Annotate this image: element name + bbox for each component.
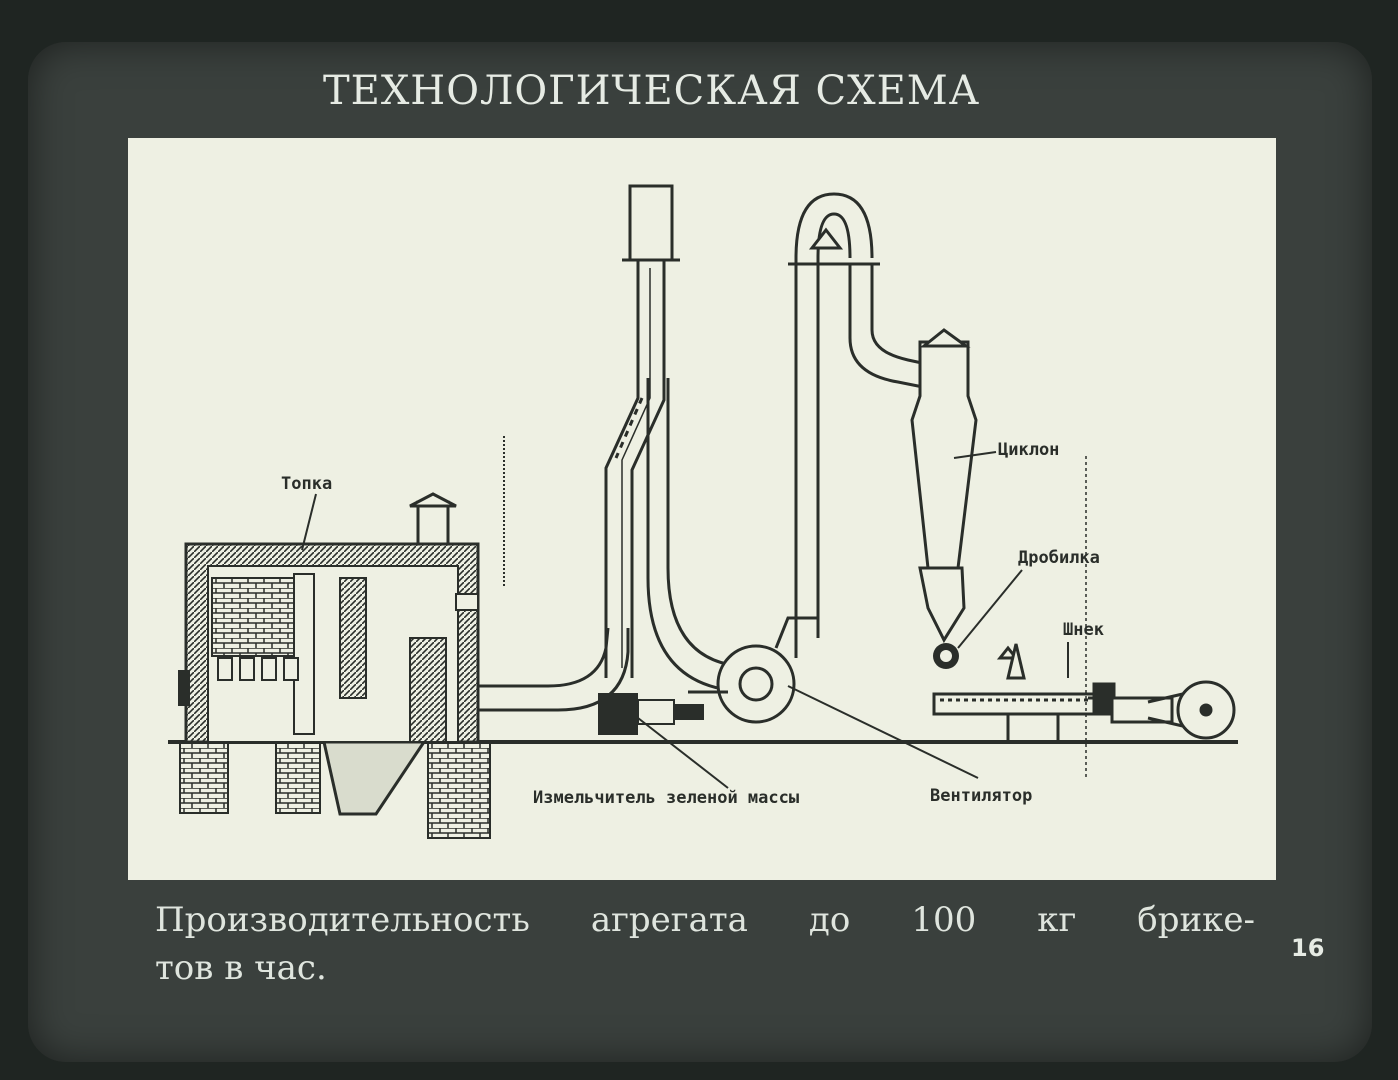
slide-caption: Производительность агрегата до 100 кг бр… — [155, 896, 1255, 992]
diagram-panel: Топка Циклон Дробилка Шнек Измельчитель … — [128, 138, 1276, 880]
slide-title: ТЕХНОЛОГИЧЕСКАЯ СХЕМА — [322, 68, 981, 114]
furnace-foundation — [179, 742, 491, 839]
briquette-press — [1110, 680, 1236, 740]
crusher — [933, 643, 959, 669]
fan — [688, 616, 818, 724]
green-mass-chopper — [590, 693, 708, 744]
hot-air-duct — [478, 627, 610, 688]
ash-pit — [322, 741, 426, 816]
label-cyclone: Циклон — [998, 440, 1060, 460]
label-auger: Шнек — [1063, 620, 1104, 640]
leader-lines — [301, 451, 1069, 789]
label-furnace: Топка — [281, 474, 333, 494]
caption-line-2: тов в час. — [155, 948, 327, 988]
page-number: 16 — [1291, 934, 1325, 962]
furnace-body — [178, 492, 480, 744]
process-schematic — [168, 184, 1238, 839]
caption-line-1: Производительность агрегата до 100 кг бр… — [155, 900, 1255, 940]
cyclone — [910, 328, 978, 644]
label-crusher: Дробилка — [1018, 548, 1100, 568]
auger — [932, 643, 1128, 742]
label-chopper: Измельчитель зеленой массы — [533, 788, 800, 808]
drying-pipe — [604, 184, 739, 692]
label-fan: Вентилятор — [930, 786, 1033, 806]
transport-pipe — [788, 192, 937, 658]
